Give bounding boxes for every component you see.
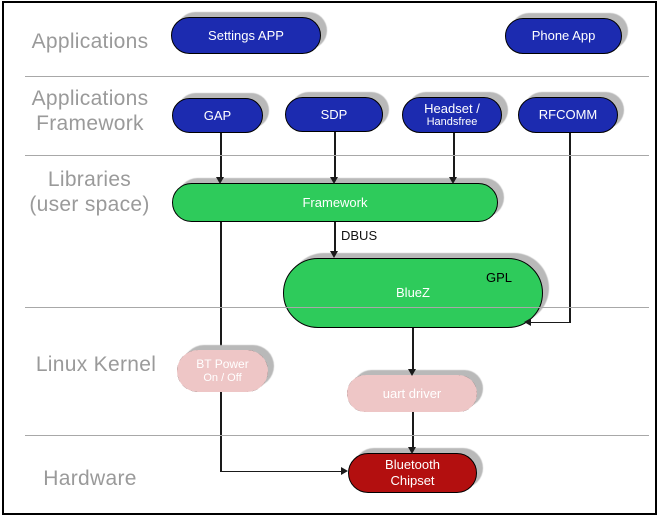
bluetooth-chipset-label-line1: Bluetooth <box>385 457 440 473</box>
gap-node: GAP <box>172 98 263 133</box>
layer-divider-2 <box>25 155 649 156</box>
arrowhead-uart-chipset <box>408 447 416 454</box>
sdp-label: SDP <box>320 106 348 122</box>
edge-framework-chipset-vertical <box>220 222 222 472</box>
bt-power-label-line2: On / Off <box>203 371 242 384</box>
uart-driver-node: uart driver <box>347 375 477 412</box>
layer-divider-4 <box>25 435 649 436</box>
headset-handsfree-node: Headset / Handsfree <box>402 97 502 133</box>
layer-label-applications-framework: Applications Framework <box>20 86 160 136</box>
sdp-node: SDP <box>285 97 383 132</box>
headset-label-line1: Headset / <box>424 100 480 116</box>
layer-label-hardware: Hardware <box>20 466 160 491</box>
settings-app-label: Settings APP <box>208 27 284 43</box>
arrowhead-framework-chipset <box>341 467 348 475</box>
bluetooth-chipset-node: Bluetooth Chipset <box>348 453 477 493</box>
gpl-badge: GPL <box>485 270 512 285</box>
phone-app-node: Phone App <box>505 18 622 54</box>
arrowhead-sdp-framework <box>330 177 338 184</box>
arrowhead-bluez-uart <box>408 369 416 376</box>
bluetooth-chipset-label-line2: Chipset <box>390 473 435 488</box>
rfcomm-node: RFCOMM <box>518 97 618 133</box>
bluez-node: GPL BlueZ <box>283 258 543 328</box>
arrowhead-gap-framework <box>216 177 224 184</box>
settings-app-node: Settings APP <box>171 17 321 54</box>
edge-rfcomm-bluez-horizontal <box>529 321 570 323</box>
edge-framework-chipset-horizontal <box>220 470 342 472</box>
edge-framework-bluez <box>334 222 336 258</box>
layer-label-line: Framework <box>36 112 144 135</box>
layer-label-libraries: Libraries (user space) <box>12 167 167 217</box>
layer-label-line: Applications <box>31 30 149 53</box>
framework-node: Framework <box>172 183 498 222</box>
bt-power-node: BT Power On / Off <box>177 350 268 392</box>
edge-gap-framework <box>220 133 222 183</box>
layer-label-line: Hardware <box>43 467 137 490</box>
edge-rfcomm-bluez-vertical <box>569 133 571 323</box>
layer-label-applications: Applications <box>20 29 160 54</box>
headset-label-line2: Handsfree <box>426 116 478 129</box>
phone-app-label: Phone App <box>531 28 596 44</box>
arrowhead-framework-bluez <box>330 251 338 258</box>
bluez-label: BlueZ <box>396 285 430 301</box>
layer-label-line: Linux Kernel <box>35 353 157 376</box>
arrowhead-rfcomm-bluez <box>524 318 531 326</box>
layer-divider-3 <box>25 307 649 308</box>
dbus-edge-label: DBUS <box>341 228 378 243</box>
edge-uart-chipset <box>412 412 414 453</box>
diagram-border <box>2 1 657 515</box>
layer-label-linux-kernel: Linux Kernel <box>18 352 174 377</box>
gap-label: GAP <box>203 107 232 123</box>
layer-label-line: Libraries <box>47 168 132 191</box>
layer-divider-1 <box>25 76 649 77</box>
layer-label-line: Applications <box>31 87 149 110</box>
layer-label-line: (user space) <box>29 193 150 216</box>
bt-power-label-line1: BT Power <box>196 357 249 372</box>
arrowhead-headset-framework <box>449 177 457 184</box>
edge-headset-framework <box>453 133 455 183</box>
framework-label: Framework <box>302 194 368 210</box>
edge-bluez-uart <box>412 328 414 375</box>
rfcomm-label: RFCOMM <box>538 107 598 123</box>
edge-sdp-framework <box>334 132 336 183</box>
uart-driver-label: uart driver <box>382 385 442 401</box>
